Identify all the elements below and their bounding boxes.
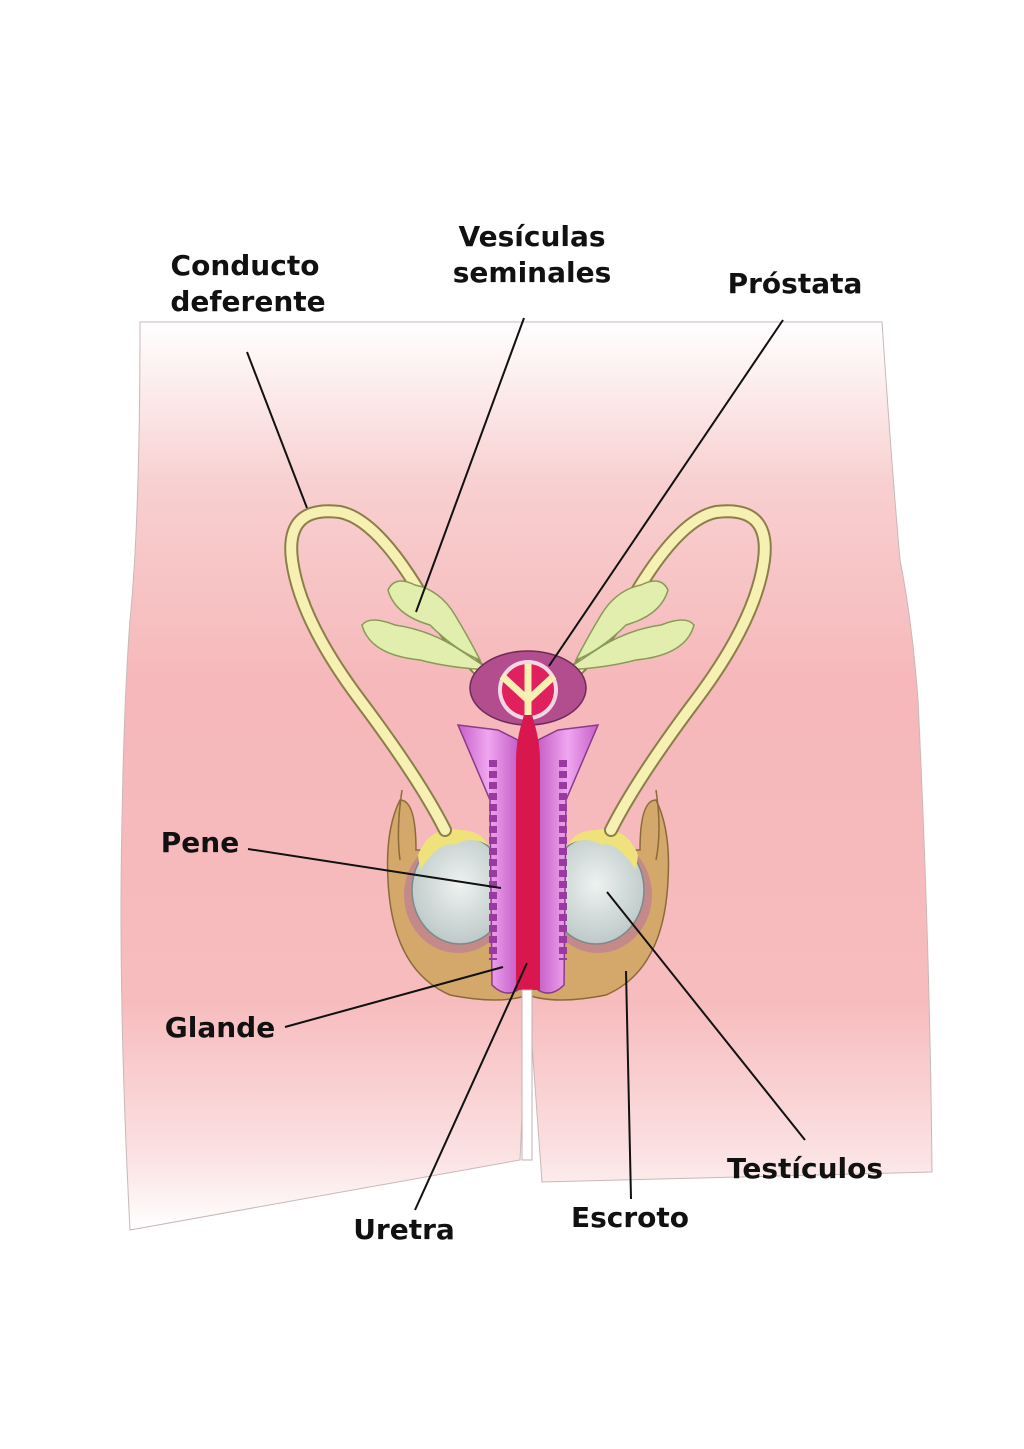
leader-testiculos (606, 891, 806, 1141)
leader-glande (284, 966, 504, 1028)
testicle-left (404, 829, 512, 953)
urethra (516, 715, 540, 1161)
label-testiculos: Testículos (727, 1152, 883, 1185)
penis (456, 724, 600, 994)
testicle-right (544, 829, 652, 953)
label-vesiculas-1: Vesículas (458, 220, 605, 253)
prostate (469, 650, 587, 726)
leader-prostata (548, 319, 784, 667)
label-prostata: Próstata (728, 267, 863, 300)
leader-uretra (414, 962, 528, 1211)
label-pene: Pene (161, 826, 239, 859)
label-uretra: Uretra (353, 1213, 455, 1246)
label-conducto-deferente-1: Conducto (171, 249, 320, 282)
leader-escroto (625, 970, 632, 1200)
seminal-vesicles (361, 580, 695, 671)
leader-conducto (246, 351, 308, 509)
leader-pene (247, 848, 502, 889)
label-vesiculas-2: seminales (453, 256, 612, 289)
label-escroto: Escroto (571, 1201, 689, 1234)
label-conducto-deferente-2: deferente (170, 285, 325, 318)
leader-vesiculas (415, 317, 525, 613)
label-glande: Glande (165, 1011, 275, 1044)
